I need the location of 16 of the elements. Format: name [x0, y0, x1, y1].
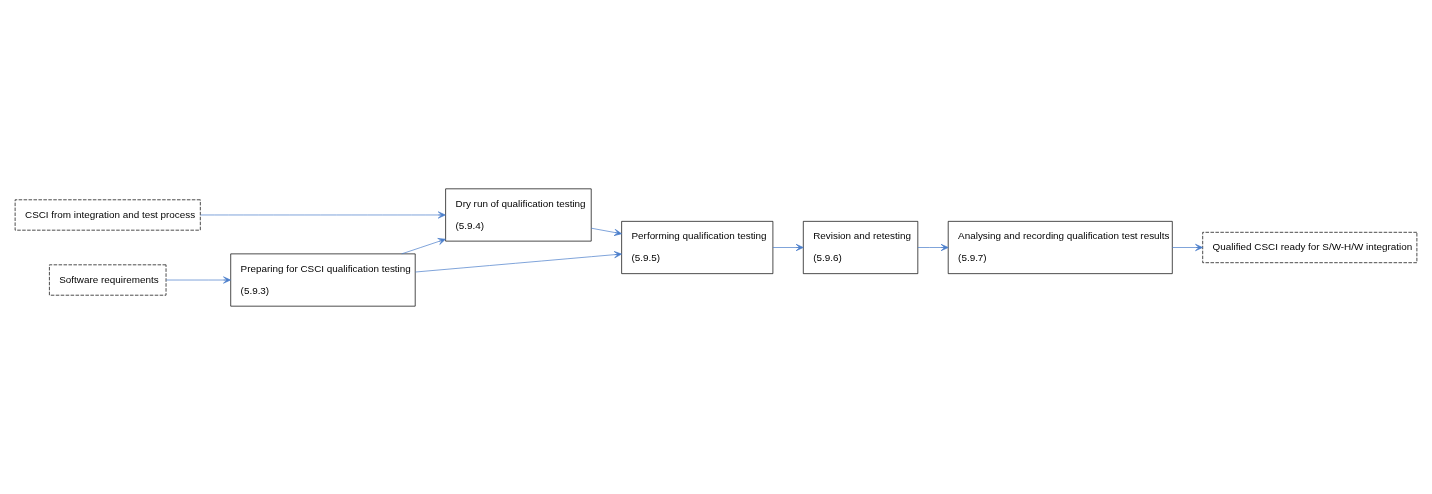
arrow — [1171, 243, 1203, 251]
arrow — [165, 276, 231, 284]
node-box: Software requirements — [49, 263, 167, 296]
arrow — [200, 210, 446, 218]
arrow — [590, 227, 622, 236]
arrow — [415, 250, 622, 272]
node-box: CSCI from integration and test process — [14, 198, 201, 231]
arrow — [917, 243, 949, 251]
node-box: Analysing and recording qualification test results (5.9.7) — [947, 220, 1173, 274]
arrow — [401, 237, 446, 254]
node-box: Performing qualification testing (5.9.5) — [621, 220, 774, 274]
node-box: Dry run of qualification testing (5.9.4) — [445, 187, 592, 241]
node-box: Revision and retesting (5.9.6) — [802, 220, 919, 274]
arrow — [772, 243, 804, 251]
node-box: Preparing for CSCI qualification testing (5.9.3) — [230, 253, 416, 307]
node-box: Qualified CSCI ready for S/W-H/W integration — [1202, 231, 1418, 263]
